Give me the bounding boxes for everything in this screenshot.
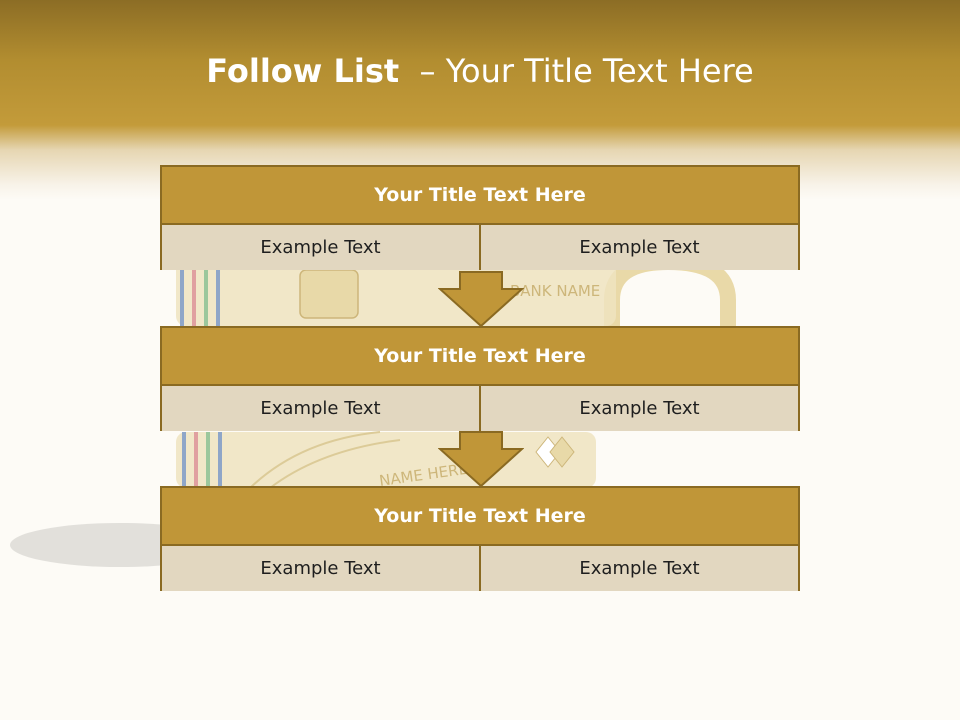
block-row: Example Text Example Text: [162, 546, 798, 591]
slide-title-rest: – Your Title Text Here: [399, 52, 754, 90]
card-chip-icon: [299, 269, 359, 319]
card-top-text: BANK NAME: [510, 282, 600, 300]
block-row: Example Text Example Text: [162, 386, 798, 431]
down-arrow-icon: [438, 271, 524, 327]
block-cell-right: Example Text: [479, 546, 798, 591]
block-title: Your Title Text Here: [162, 167, 798, 225]
block-cell-left: Example Text: [162, 386, 479, 431]
slide-title: Follow List – Your Title Text Here: [0, 52, 960, 90]
block-title: Your Title Text Here: [162, 328, 798, 386]
block-cell-right: Example Text: [479, 386, 798, 431]
block-title: Your Title Text Here: [162, 488, 798, 546]
block-cell-left: Example Text: [162, 225, 479, 270]
block-cell-left: Example Text: [162, 546, 479, 591]
list-block-2: Your Title Text Here Example Text Exampl…: [160, 326, 800, 431]
down-arrow-icon: [438, 431, 524, 487]
slide-title-bold: Follow List: [206, 52, 400, 90]
list-block-3: Your Title Text Here Example Text Exampl…: [160, 486, 800, 591]
block-cell-right: Example Text: [479, 225, 798, 270]
padlock-shackle-icon: [604, 253, 736, 330]
block-row: Example Text Example Text: [162, 225, 798, 270]
list-block-1: Your Title Text Here Example Text Exampl…: [160, 165, 800, 270]
